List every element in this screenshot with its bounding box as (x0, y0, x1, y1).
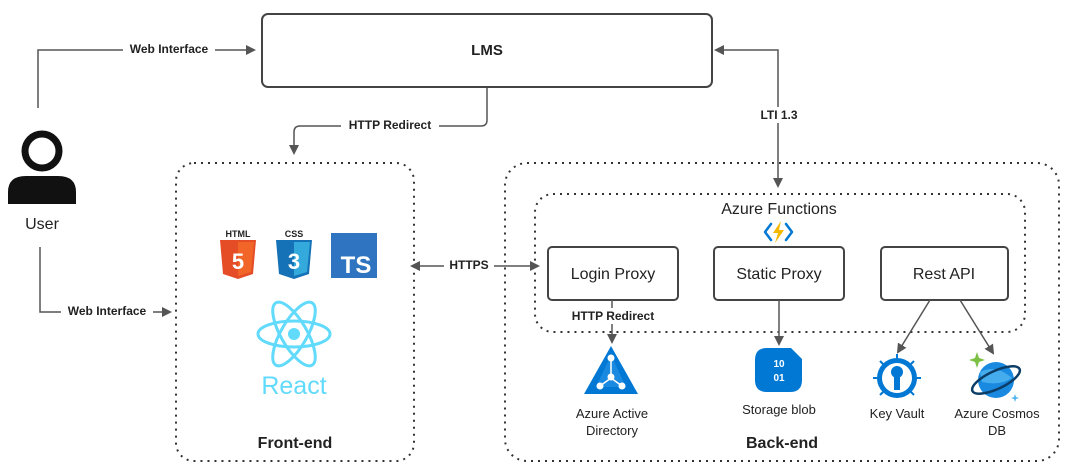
lms-label: LMS (471, 42, 503, 59)
login-proxy-box (547, 246, 679, 301)
aad-label-line1: Azure Active (576, 406, 648, 421)
azure-functions-label: Azure Functions (721, 201, 837, 218)
css3-number: 3 (288, 249, 300, 274)
frontend-label: Front-end (258, 435, 333, 452)
react-icon (256, 300, 332, 368)
html5-number: 5 (232, 249, 244, 274)
login-proxy-label: Login Proxy (571, 266, 656, 283)
css3-icon: CSS 3 (276, 229, 312, 279)
edge-restapi-keyvault (896, 299, 931, 354)
user-icon (8, 130, 76, 204)
edge-lms-functions (714, 45, 783, 188)
user-label: User (25, 216, 59, 233)
typescript-icon: TS (331, 233, 377, 279)
edge-restapi-cosmos (959, 299, 995, 355)
cosmos-label-line2: DB (988, 423, 1006, 438)
azure-active-directory-icon (584, 346, 638, 394)
typescript-label: TS (341, 252, 372, 279)
storage-blob-label: Storage blob (742, 402, 816, 417)
cosmos-db-icon (969, 352, 1022, 402)
cosmos-label-line1: Azure Cosmos (954, 406, 1040, 421)
edge-label-http-redirect-login: HTTP Redirect (572, 309, 654, 323)
backend-label: Back-end (746, 435, 818, 452)
key-vault-icon (873, 354, 921, 398)
storage-blob-icon: 10 01 (755, 348, 802, 392)
azure-functions-icon (763, 221, 794, 243)
azure-functions-container (534, 193, 1026, 333)
edge-user-lms (37, 45, 256, 108)
edge-label-web-interface-bottom: Web Interface (68, 304, 147, 318)
html5-icon: HTML 5 (220, 229, 256, 279)
lms-box (261, 13, 713, 88)
storage-icon-row2: 01 (773, 373, 785, 384)
edge-label-http-redirect-top: HTTP Redirect (349, 118, 431, 132)
key-vault-label: Key Vault (870, 406, 925, 421)
rest-api-label: Rest API (913, 266, 975, 283)
css3-badge-text: CSS (285, 229, 304, 239)
edge-label-lti: LTI 1.3 (760, 108, 797, 122)
storage-icon-row1: 10 (773, 359, 785, 370)
static-proxy-label: Static Proxy (736, 266, 821, 283)
edge-user-frontend (39, 247, 172, 317)
html5-badge-text: HTML (226, 229, 251, 239)
edge-label-https: HTTPS (449, 258, 488, 272)
rest-api-box (880, 246, 1009, 301)
react-label: React (261, 372, 326, 400)
edge-label-web-interface-top: Web Interface (130, 42, 209, 56)
aad-label-line2: Directory (586, 423, 639, 438)
